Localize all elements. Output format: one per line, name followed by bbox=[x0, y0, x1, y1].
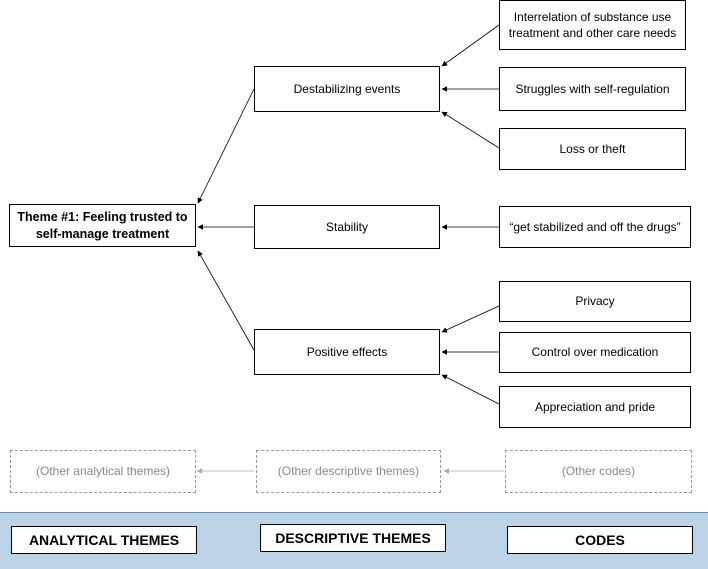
code-control-box: Control over medication bbox=[499, 332, 691, 373]
theme-1-box: Theme #1: Feeling trusted to self-manage… bbox=[9, 204, 196, 247]
other-descriptive-themes-label: (Other descriptive themes) bbox=[277, 464, 420, 479]
code-appreciation-box: Appreciation and pride bbox=[499, 386, 691, 428]
legend-codes-label: CODES bbox=[575, 532, 625, 548]
code-loss-box: Loss or theft bbox=[499, 128, 686, 170]
destabilizing-events-box: Destabilizing events bbox=[254, 66, 440, 112]
legend-descriptive-themes-label: DESCRIPTIVE THEMES bbox=[275, 530, 431, 546]
code-privacy-label: Privacy bbox=[575, 294, 615, 309]
arrow-appreciation-to-positive bbox=[441, 374, 500, 405]
legend-band: ANALYTICAL THEMES DESCRIPTIVE THEMES COD… bbox=[0, 512, 708, 569]
code-loss-label: Loss or theft bbox=[559, 141, 626, 156]
legend-analytical-themes: ANALYTICAL THEMES bbox=[11, 526, 197, 554]
code-interrelation-label: Interrelation of substance use treatment… bbox=[508, 9, 677, 40]
code-control-label: Control over medication bbox=[531, 345, 659, 360]
legend-descriptive-themes: DESCRIPTIVE THEMES bbox=[260, 524, 446, 552]
code-privacy-box: Privacy bbox=[499, 281, 691, 322]
positive-effects-label: Positive effects bbox=[306, 344, 388, 359]
theme-1-label: Theme #1: Feeling trusted to self-manage… bbox=[17, 209, 188, 241]
other-codes-label: (Other codes) bbox=[561, 464, 636, 479]
positive-effects-box: Positive effects bbox=[254, 329, 440, 375]
code-struggles-box: Struggles with self-regulation bbox=[499, 67, 686, 111]
legend-analytical-themes-label: ANALYTICAL THEMES bbox=[28, 532, 180, 548]
other-analytical-themes-box: (Other analytical themes) bbox=[10, 450, 196, 493]
destabilizing-events-label: Destabilizing events bbox=[293, 81, 401, 96]
code-appreciation-label: Appreciation and pride bbox=[534, 399, 656, 414]
other-analytical-themes-label: (Other analytical themes) bbox=[35, 464, 171, 479]
arrow-destabilizing-to-theme bbox=[197, 88, 255, 204]
arrow-loss-to-destabilizing bbox=[441, 111, 500, 149]
code-struggles-label: Struggles with self-regulation bbox=[515, 81, 670, 96]
arrow-positive-to-theme bbox=[197, 250, 255, 351]
other-descriptive-themes-box: (Other descriptive themes) bbox=[256, 450, 441, 493]
code-interrelation-box: Interrelation of substance use treatment… bbox=[499, 0, 686, 50]
other-codes-box: (Other codes) bbox=[505, 450, 692, 493]
stability-label: Stability bbox=[325, 219, 369, 234]
arrow-privacy-to-positive bbox=[441, 305, 500, 333]
code-stabilized-box: “get stabilized and off the drugs” bbox=[499, 206, 691, 248]
code-stabilized-label: “get stabilized and off the drugs” bbox=[509, 219, 681, 234]
legend-codes: CODES bbox=[507, 526, 693, 554]
stability-box: Stability bbox=[254, 205, 440, 249]
arrow-interrelation-to-destabilizing bbox=[441, 24, 500, 67]
